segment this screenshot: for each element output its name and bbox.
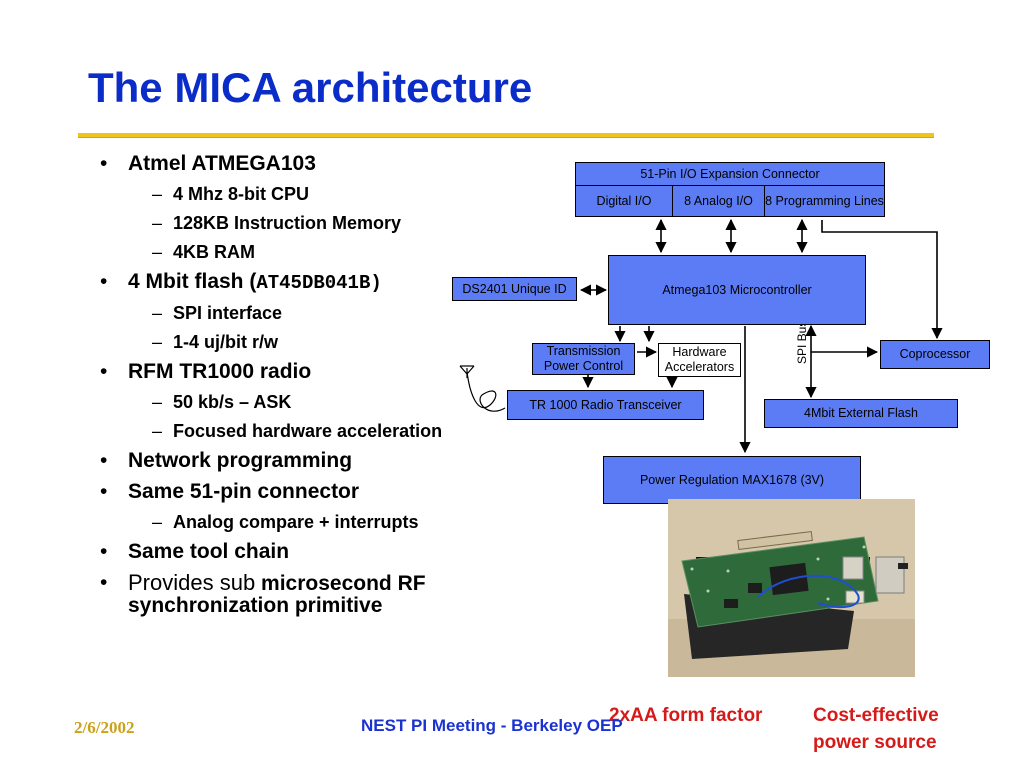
cost-effective-caption-line1: Cost-effective	[813, 705, 939, 726]
power-regulation-box: Power Regulation MAX1678 (3V)	[603, 456, 861, 504]
radio-transceiver-box: TR 1000 Radio Transceiver	[507, 390, 704, 420]
bullet-synchronization: Provides sub microsecond RFsynchronizati…	[100, 572, 520, 617]
bullet-list: Atmel ATMEGA103 4 Mhz 8-bit CPU 128KB In…	[100, 153, 520, 626]
footer-meeting-title: NEST PI Meeting - Berkeley OEP	[361, 716, 623, 735]
subbullet-energy: 1-4 uj/bit r/w	[100, 332, 520, 352]
subbullet-spi-interface: SPI interface	[100, 303, 520, 323]
connector-box: 51-Pin I/O Expansion Connector	[575, 162, 885, 186]
digital-io-box: Digital I/O	[575, 185, 673, 217]
cost-effective-caption-line2: power source	[813, 732, 937, 753]
subbullet-data-rate: 50 kb/s – ASK	[100, 392, 520, 412]
external-flash-box: 4Mbit External Flash	[764, 399, 958, 428]
bullet-sync-line2: synchronization primitive	[128, 594, 383, 617]
tx-power-control-box: Transmission Power Control	[532, 343, 635, 375]
mica-board-illustration	[668, 499, 915, 677]
programming-lines-box: 8 Programming Lines	[764, 185, 885, 217]
bullet-flash: 4 Mbit flash (AT45DB041B)	[100, 270, 520, 295]
hw-accelerators-box: Hardware Accelerators	[658, 343, 741, 377]
subbullet-ram: 4KB RAM	[100, 242, 520, 262]
mica-board-photo	[668, 499, 915, 677]
subbullet-hw-acceleration: Focused hardware acceleration	[100, 421, 520, 441]
ds2401-box: DS2401 Unique ID	[452, 277, 577, 301]
subbullet-instruction-memory: 128KB Instruction Memory	[100, 213, 520, 233]
bullet-network-programming: Network programming	[100, 450, 520, 473]
antenna-wire	[466, 371, 506, 412]
bullet-atmel: Atmel ATMEGA103	[100, 153, 520, 176]
bullet-sync-rest: microsecond RF	[261, 572, 426, 595]
slide-title: The MICA architecture	[88, 64, 533, 111]
arrow-connector-coprocessor	[821, 220, 943, 340]
footer-date: 2/6/2002	[74, 718, 135, 737]
subbullet-analog-compare: Analog compare + interrupts	[100, 512, 520, 532]
form-factor-caption: 2xAA form factor	[609, 705, 763, 726]
bullet-tool-chain: Same tool chain	[100, 541, 520, 564]
bullet-flash-text: 4 Mbit flash (	[128, 270, 257, 293]
subbullet-cpu: 4 Mhz 8-bit CPU	[100, 184, 520, 204]
bullet-flash-part-number: AT45DB041B)	[256, 272, 382, 294]
bullet-connector: Same 51-pin connector	[100, 481, 520, 504]
antenna-icon	[459, 365, 475, 375]
bullet-sync-lead: Provides sub	[128, 570, 256, 595]
microcontroller-box: Atmega103 Microcontroller	[608, 255, 866, 325]
bullet-radio: RFM TR1000 radio	[100, 361, 520, 384]
spi-bus-label: SPI Bus	[795, 321, 809, 364]
coprocessor-box: Coprocessor	[880, 340, 990, 369]
title-divider	[78, 133, 934, 138]
analog-io-box: 8 Analog I/O	[672, 185, 765, 217]
